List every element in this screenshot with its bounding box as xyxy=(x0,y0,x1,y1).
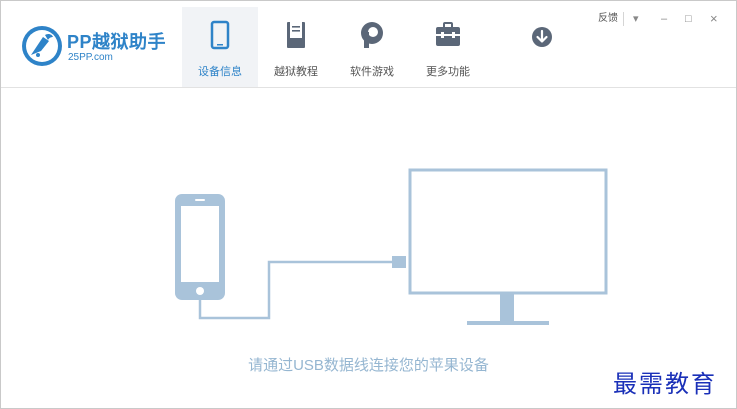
toolbox-icon xyxy=(436,22,460,46)
tab-label: 更多功能 xyxy=(426,66,470,78)
book-icon xyxy=(287,22,305,48)
iphone-illustration-icon xyxy=(175,194,225,300)
minimize-button[interactable]: – xyxy=(661,13,668,25)
tab-label: 设备信息 xyxy=(198,66,242,78)
main-content: 请通过USB数据线连接您的苹果设备 最需教育 xyxy=(1,88,736,408)
feedback-button[interactable]: 反馈 xyxy=(598,13,618,24)
tab-device-info[interactable]: 设备信息 xyxy=(182,7,258,87)
tab-label: 软件游戏 xyxy=(350,66,394,78)
close-button[interactable]: × xyxy=(710,11,718,26)
connect-device-prompt: 请通过USB数据线连接您的苹果设备 xyxy=(248,357,489,374)
tab-jailbreak-tutorial[interactable]: 越狱教程 xyxy=(258,7,334,87)
tab-apps-games[interactable]: 软件游戏 xyxy=(334,7,410,87)
pp-app-icon xyxy=(361,22,383,48)
tab-more-features[interactable]: 更多功能 xyxy=(410,7,486,87)
monitor-illustration-icon xyxy=(408,168,608,325)
tab-label: 越狱教程 xyxy=(274,66,318,78)
usb-connect-illustration xyxy=(175,168,608,325)
phone-icon xyxy=(210,20,230,50)
download-icon xyxy=(532,27,552,47)
pp-logo-icon xyxy=(22,26,62,66)
logo-subtitle: 25PP.com xyxy=(68,52,113,63)
maximize-button[interactable]: □ xyxy=(685,13,692,25)
app-logo: PP越狱助手 25PP.com xyxy=(21,21,191,71)
top-bar: PP越狱助手 25PP.com 设备信息 越狱教程 xyxy=(1,1,736,88)
control-separator xyxy=(623,12,624,26)
menu-dropdown-button[interactable]: ▾ xyxy=(633,13,639,25)
tab-download[interactable] xyxy=(504,7,580,87)
logo-title: PP越狱助手 xyxy=(67,32,167,52)
watermark-text: 最需教育 xyxy=(613,370,717,398)
